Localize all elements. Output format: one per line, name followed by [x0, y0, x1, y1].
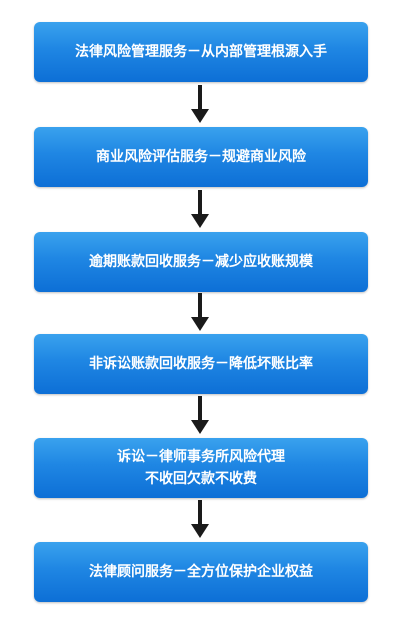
step-label-line-2: 不收回欠款不收费 [145, 471, 257, 487]
step-box-overdue-collection: 逾期账款回收服务－减少应收账规模 [34, 232, 368, 292]
step-label: 法律顾问服务－全方位保护企业权益 [89, 564, 313, 580]
down-arrow-icon [191, 85, 209, 123]
down-arrow-icon [191, 293, 209, 331]
step-box-business-risk-assessment: 商业风险评估服务－规避商业风险 [34, 127, 368, 187]
step-box-non-litigation-collection: 非诉讼账款回收服务－降低坏账比率 [34, 334, 368, 394]
down-arrow-icon [191, 500, 209, 538]
down-arrow-icon [191, 396, 209, 434]
step-label: 法律风险管理服务－从内部管理根源入手 [75, 44, 327, 60]
step-label: 逾期账款回收服务－减少应收账规模 [89, 254, 313, 270]
down-arrow-icon [191, 190, 209, 228]
step-box-legal-risk-management: 法律风险管理服务－从内部管理根源入手 [34, 22, 368, 82]
step-label-line-1: 诉讼－律师事务所风险代理 [117, 449, 285, 465]
step-box-litigation-risk-agency: 诉讼－律师事务所风险代理 不收回欠款不收费 [34, 438, 368, 498]
step-label: 非诉讼账款回收服务－降低坏账比率 [89, 356, 313, 372]
step-box-legal-advisor: 法律顾问服务－全方位保护企业权益 [34, 542, 368, 602]
step-label: 商业风险评估服务－规避商业风险 [96, 149, 306, 165]
